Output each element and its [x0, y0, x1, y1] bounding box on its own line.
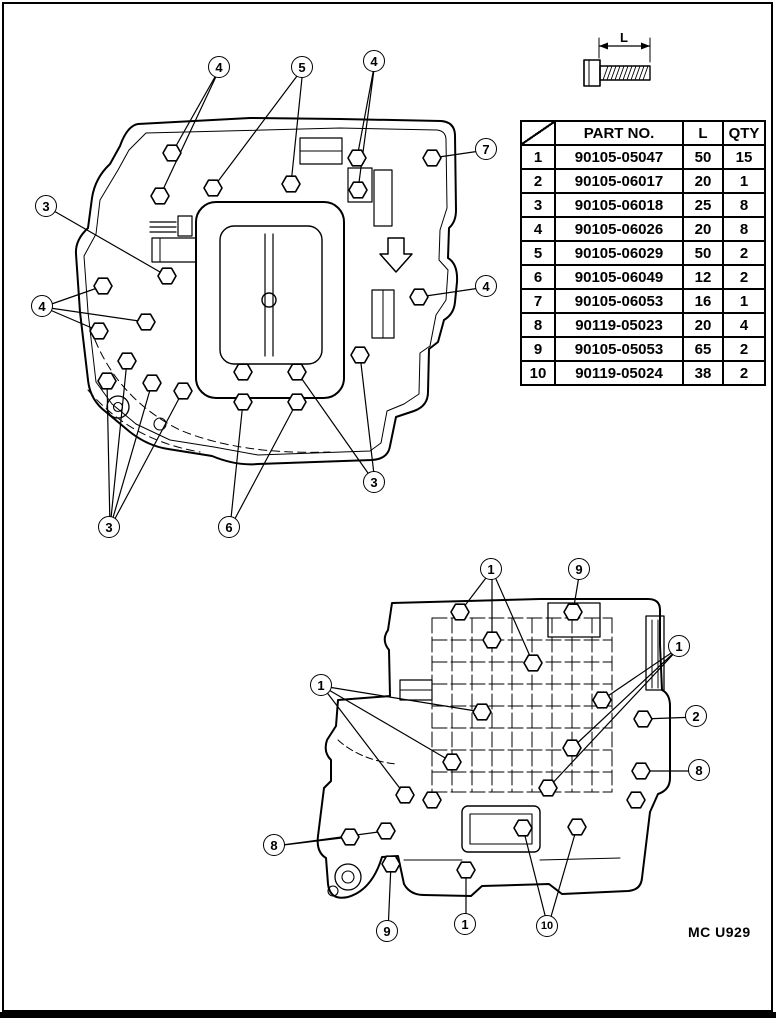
qty-cell: 15	[722, 144, 766, 170]
part-no-cell: 90105-05053	[554, 336, 684, 362]
callout-bubble: 4	[475, 275, 497, 297]
bottom-edge-bar	[0, 1012, 776, 1018]
callout-bubble: 2	[685, 705, 707, 727]
qty-cell: 2	[722, 360, 766, 386]
ref-cell: 2	[520, 168, 556, 194]
ref-cell: 10	[520, 360, 556, 386]
part-no-cell: 90105-06026	[554, 216, 684, 242]
bolt-length-icon: L	[583, 30, 651, 87]
qty-cell: 8	[722, 192, 766, 218]
length-cell: 16	[682, 288, 724, 314]
part-no-cell: 90105-06049	[554, 264, 684, 290]
length-cell: 38	[682, 360, 724, 386]
callout-bubble: 1	[454, 913, 476, 935]
header-ref-cell	[520, 120, 556, 146]
callout-bubble: 7	[475, 138, 497, 160]
callout-bubble: 6	[218, 516, 240, 538]
bottom-bolt-heads	[340, 603, 653, 879]
part-no-cell: 90105-06053	[554, 288, 684, 314]
header-qty: QTY	[722, 120, 766, 146]
part-no-cell: 90119-05023	[554, 312, 684, 338]
length-cell: 50	[682, 240, 724, 266]
qty-cell: 2	[722, 264, 766, 290]
callout-bubble: 8	[263, 834, 285, 856]
top-leader-lines	[42, 61, 488, 529]
callout-bubble: 9	[568, 558, 590, 580]
callout-bubble: 5	[291, 56, 313, 78]
length-cell: 65	[682, 336, 724, 362]
callout-bubble: 1	[668, 635, 690, 657]
qty-cell: 8	[722, 216, 766, 242]
header-length: L	[682, 120, 724, 146]
qty-cell: 2	[722, 240, 766, 266]
part-no-cell: 90105-05047	[554, 144, 684, 170]
callout-bubble: 9	[376, 920, 398, 942]
ref-cell: 1	[520, 144, 556, 170]
callout-bubble: 3	[98, 516, 120, 538]
length-cell: 20	[682, 168, 724, 194]
part-no-cell: 90105-06017	[554, 168, 684, 194]
callout-bubble: 3	[363, 471, 385, 493]
ref-cell: 4	[520, 216, 556, 242]
ref-cell: 7	[520, 288, 556, 314]
callout-bubble: 4	[363, 50, 385, 72]
length-cell: 50	[682, 144, 724, 170]
part-no-cell: 90119-05024	[554, 360, 684, 386]
bottom-valve-body-drawing	[316, 598, 671, 899]
length-cell: 20	[682, 312, 724, 338]
ref-cell: 6	[520, 264, 556, 290]
bolt-length-label: L	[620, 30, 628, 45]
ref-cell: 8	[520, 312, 556, 338]
table-header-row: PART NO. L QTY	[520, 120, 766, 146]
qty-cell: 1	[722, 288, 766, 314]
bottom-leader-lines	[274, 569, 701, 933]
callout-bubble: 1	[310, 674, 332, 696]
callout-bubble: 4	[31, 295, 53, 317]
page-code: MC U929	[688, 924, 751, 940]
length-cell: 20	[682, 216, 724, 242]
qty-cell: 2	[722, 336, 766, 362]
callout-bubble: 8	[688, 759, 710, 781]
ref-cell: 5	[520, 240, 556, 266]
callout-bubble: 4	[208, 56, 230, 78]
length-cell: 12	[682, 264, 724, 290]
parts-table-header: PART NO. L QTY	[520, 120, 766, 146]
top-valve-body-drawing	[74, 117, 459, 466]
part-no-cell: 90105-06029	[554, 240, 684, 266]
part-no-cell: 90105-06018	[554, 192, 684, 218]
ref-cell: 3	[520, 192, 556, 218]
header-part-no: PART NO.	[554, 120, 684, 146]
length-cell: 25	[682, 192, 724, 218]
callout-bubble: 10	[536, 915, 558, 937]
qty-cell: 1	[722, 168, 766, 194]
callout-bubble: 1	[480, 558, 502, 580]
ref-cell: 9	[520, 336, 556, 362]
qty-cell: 4	[722, 312, 766, 338]
callout-bubble: 3	[35, 195, 57, 217]
